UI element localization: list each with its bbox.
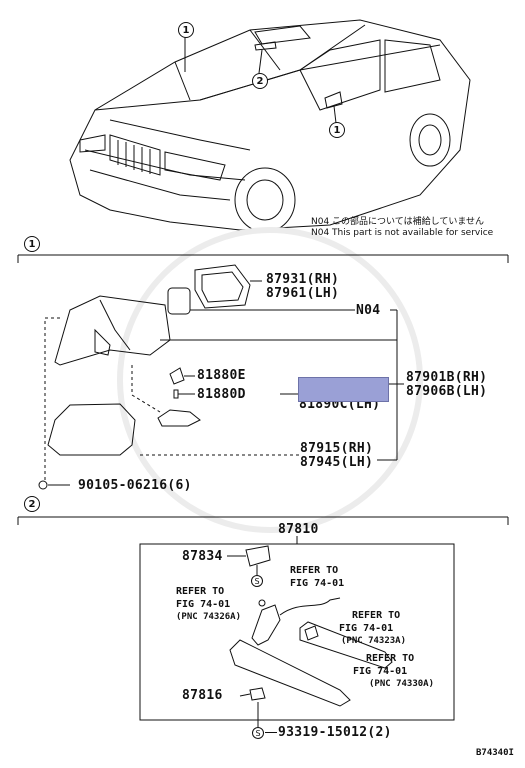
part-87945-lh[interactable]: 87945(LH) bbox=[300, 455, 374, 470]
s-marker-1: S bbox=[251, 575, 263, 587]
part-87901b-rh[interactable]: 87901B(RH) bbox=[406, 370, 488, 385]
part-87906b-lh[interactable]: 87906B(LH) bbox=[406, 384, 488, 399]
s-marker-2: S bbox=[252, 727, 264, 739]
leader-93319 bbox=[265, 732, 277, 733]
figure-id: B74340I bbox=[476, 748, 514, 758]
mirror-cover-shape bbox=[47, 403, 136, 456]
refer-4-line1[interactable]: REFER TO bbox=[366, 653, 415, 664]
refer-4-line2[interactable]: FIG 74-01 bbox=[353, 666, 408, 677]
part-81880d[interactable]: 81880D bbox=[197, 387, 246, 402]
callout-1-car-mirror: 1 bbox=[178, 22, 194, 38]
callout-2-inner-mirror: 2 bbox=[252, 73, 268, 89]
part-87931-rh[interactable]: 87931(RH) bbox=[266, 272, 340, 287]
part-n04: N04 bbox=[356, 303, 381, 318]
part-81880e[interactable]: 81880E bbox=[197, 368, 246, 383]
part-87961-lh[interactable]: 87961(LH) bbox=[266, 286, 340, 301]
mirror-housing-shape bbox=[54, 295, 171, 366]
part-93319-15012[interactable]: 93319-15012(2) bbox=[278, 725, 392, 740]
refer-2-line2[interactable]: FIG 74-01 bbox=[176, 599, 231, 610]
section-2-label: 2 bbox=[24, 496, 40, 512]
highlighted-part-box bbox=[298, 377, 389, 402]
section-1-label: 1 bbox=[24, 236, 40, 252]
car-outline bbox=[69, 19, 471, 231]
refer-3-line2[interactable]: FIG 74-01 bbox=[339, 623, 394, 634]
part-90105-06216[interactable]: 90105-06216(6) bbox=[78, 478, 192, 493]
callout-1-side-mirror: 1 bbox=[329, 122, 345, 138]
refer-3-pnc[interactable]: (PNC 74323A) bbox=[341, 636, 407, 646]
part-87915-rh[interactable]: 87915(RH) bbox=[300, 441, 374, 456]
part-87810[interactable]: 87810 bbox=[278, 522, 319, 537]
refer-3-line1[interactable]: REFER TO bbox=[352, 610, 401, 621]
part-87816[interactable]: 87816 bbox=[182, 688, 223, 703]
note-japanese: N04 この部品については補給していません bbox=[311, 217, 485, 227]
rear-view-mirror-shape bbox=[229, 639, 351, 707]
refer-1-line2[interactable]: FIG 74-01 bbox=[290, 578, 345, 589]
refer-1-line1[interactable]: REFER TO bbox=[290, 565, 339, 576]
part-87834[interactable]: 87834 bbox=[182, 549, 223, 564]
note-english: N04 This part is not available for servi… bbox=[311, 228, 494, 238]
refer-4-pnc[interactable]: (PNC 74330A) bbox=[369, 679, 435, 689]
refer-2-pnc[interactable]: (PNC 74326A) bbox=[176, 612, 242, 622]
refer-2-line1[interactable]: REFER TO bbox=[176, 586, 225, 597]
mirror-glass-shape bbox=[194, 264, 251, 309]
